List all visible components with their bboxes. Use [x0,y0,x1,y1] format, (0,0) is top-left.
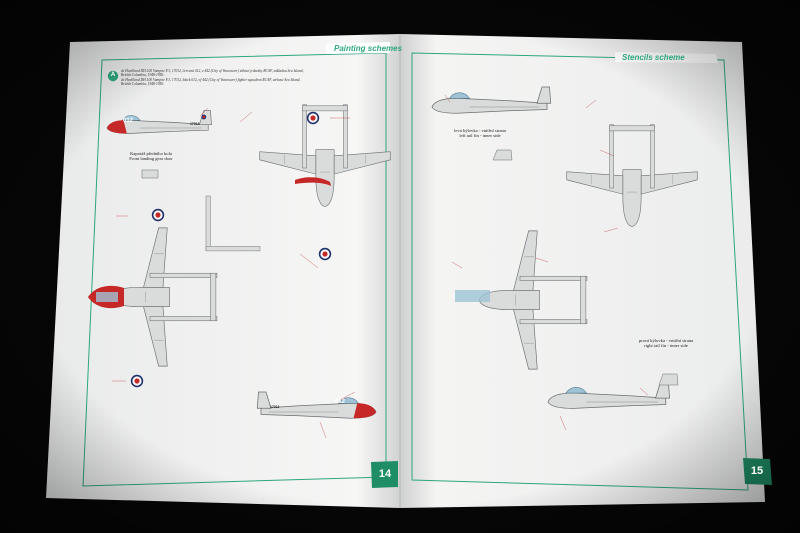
caption-line-cz: de Havilland DH.100 Vampire F.3, 17012, … [121,69,304,73]
caption-line-cz-2: British Columbia, 1948-1950. [121,73,165,78]
right-fin-label-cz: pravá kýlovka - vnitřní strana [638,338,694,343]
left-fin-label-en: left tail fin - inner side [459,133,501,139]
caption-line-en-2: British Columbia, 1948-1950. [121,82,165,87]
left-fin-label: levá kýlovka - vnitřní strana left tail … [440,128,520,139]
side-code-marking: 012 [123,118,134,124]
left-page-number: 14 [378,468,392,480]
left-fin-label-cz: levá kýlovka - vnitřní strana [454,128,506,133]
side-code-marking-2: 012 [335,399,346,405]
right-page-header: Stencils scheme [622,53,685,62]
left-page-header: Painting schemes [334,44,403,53]
right-page-number: 15 [750,465,764,477]
scheme-badge: A [110,72,116,78]
right-fin-label: pravá kýlovka - vnitřní strana right tai… [618,338,714,349]
right-fin-label-en: right tail fin - inner side [644,343,688,349]
gear-door-label-cz: Kapotáž předního kola [130,151,172,156]
fuselage-serial: 17012 [190,122,200,126]
gear-door-label-en: Front landing gear door [129,156,173,162]
gear-door-label: Kapotáž předního kola Front landing gear… [118,151,184,162]
scheme-caption: de Havilland DH.100 Vampire F.3, 17012, … [121,69,304,87]
caption-line-en: de Havilland DH.100 Vampire F.3, 17012, … [121,77,301,82]
fuselage-serial-2: 17012 [270,405,280,409]
